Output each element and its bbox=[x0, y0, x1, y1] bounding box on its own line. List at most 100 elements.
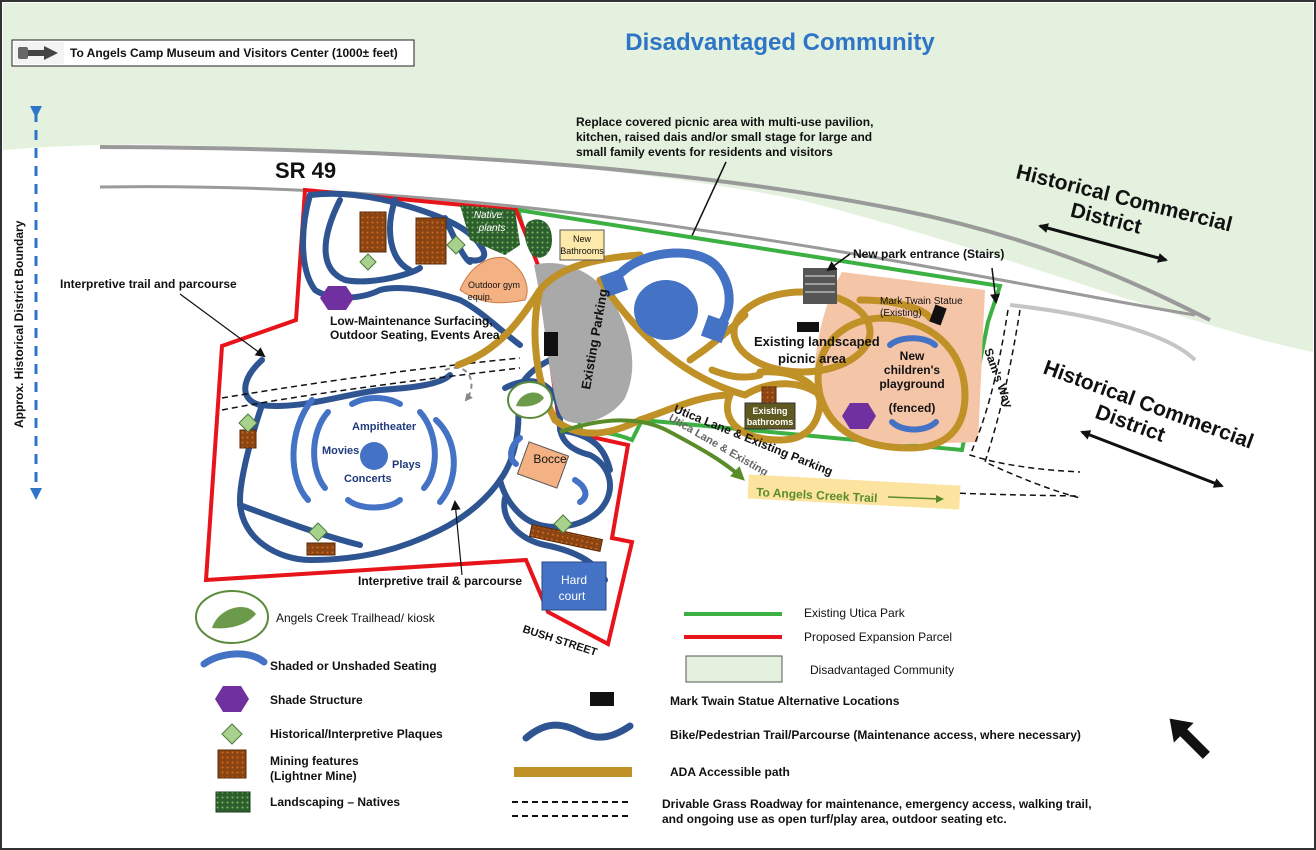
interp-trail-bottom-label: Interpretive trail & parcourse bbox=[358, 574, 522, 588]
legend-plaque-label: Historical/Interpretive Plaques bbox=[270, 727, 443, 741]
legend-community-label: Disadvantaged Community bbox=[810, 663, 954, 677]
museum-sign[interactable]: To Angels Camp Museum and Visitors Cente… bbox=[11, 39, 415, 67]
frog-icon bbox=[212, 606, 256, 629]
legend-left: Angels Creek Trailhead/ kiosk Shaded or … bbox=[195, 590, 443, 813]
legend-shade-label: Shade Structure bbox=[270, 693, 363, 707]
existing-picnic-line1: Existing landscaped bbox=[754, 334, 880, 349]
sr49-road-line bbox=[99, 145, 1211, 322]
mark-twain-line1: Mark Twain Statue bbox=[880, 296, 963, 307]
map-title: Disadvantaged Community bbox=[625, 29, 935, 56]
sr49-road-line-lower bbox=[99, 185, 1196, 317]
legend-expansion-label: Proposed Expansion Parcel bbox=[804, 630, 952, 644]
legend-kiosk-label: Angels Creek Trailhead/ kiosk bbox=[276, 611, 436, 625]
playground-line2: children's bbox=[884, 363, 941, 377]
new-bathrooms-box bbox=[559, 229, 605, 261]
native-plants-patch-1 bbox=[460, 205, 520, 255]
amphitheater-label: Ampitheater bbox=[352, 421, 417, 433]
legend-trail-label: Bike/Pedestrian Trail/Parcourse (Mainten… bbox=[670, 728, 1081, 742]
legend-natives-item: Landscaping – Natives bbox=[215, 791, 400, 813]
legend-mining-line2: (Lightner Mine) bbox=[270, 769, 357, 783]
pavilion-seating-arc bbox=[617, 248, 734, 330]
museum-sign-label: To Angels Camp Museum and Visitors Cente… bbox=[70, 46, 398, 60]
legend-plaque-item: Historical/Interpretive Plaques bbox=[221, 723, 443, 745]
legend-ada-item: ADA Accessible path bbox=[514, 765, 790, 779]
mining-feature-5 bbox=[528, 524, 604, 552]
existing-parking-area bbox=[534, 263, 633, 424]
low-maint-line1: Low-Maintenance Surfacing, bbox=[330, 314, 493, 328]
entrance-pointer-right bbox=[990, 267, 1001, 304]
pavilion-note-line3: small family events for residents and vi… bbox=[576, 145, 833, 159]
creek-trail-banner bbox=[747, 474, 961, 510]
plaque-2 bbox=[446, 235, 466, 255]
entrance-pointer bbox=[826, 253, 851, 272]
legend-natives-label: Landscaping – Natives bbox=[270, 795, 400, 809]
legend-mining-line1: Mining features bbox=[270, 754, 359, 768]
hard-court-line2: court bbox=[559, 589, 586, 603]
pavilion-note-line1: Replace covered picnic area with multi-u… bbox=[576, 115, 873, 129]
concerts-label: Concerts bbox=[344, 473, 392, 485]
amphitheater: Ampitheater Movies Plays Concerts bbox=[290, 395, 457, 511]
legend-statue-swatch bbox=[590, 692, 614, 706]
mark-twain-statue-marker bbox=[929, 304, 947, 326]
historical-district-bottom-arrow bbox=[1080, 430, 1224, 488]
legend-seating-item: Shaded or Unshaded Seating bbox=[200, 650, 437, 673]
mining-feature-2 bbox=[415, 217, 447, 265]
park-entrance-stairs bbox=[803, 268, 837, 304]
outdoor-gym-line2: equip. bbox=[468, 292, 493, 302]
playground-line3: playground bbox=[879, 377, 944, 391]
bocce-label: Bocce bbox=[533, 452, 567, 466]
native-plants-line2: plants bbox=[478, 223, 506, 234]
creek-trail-arrowhead bbox=[936, 495, 944, 503]
interp-trail-top-label: Interpretive trail and parcourse bbox=[60, 277, 237, 291]
native-plants-patch-2 bbox=[524, 219, 552, 258]
legend-seating-label: Shaded or Unshaded Seating bbox=[270, 659, 437, 673]
pavilion-note-line2: kitchen, raised dais and/or small stage … bbox=[576, 130, 872, 144]
pavilion-note: Replace covered picnic area with multi-u… bbox=[576, 115, 873, 159]
sr49-label: SR 49 bbox=[275, 158, 336, 183]
legend-shade-item: Shade Structure bbox=[215, 686, 363, 712]
legend-statue-label: Mark Twain Statue Alternative Locations bbox=[670, 694, 900, 708]
legend-existing-park-label: Existing Utica Park bbox=[804, 606, 906, 620]
legend-kiosk-item: Angels Creek Trailhead/ kiosk bbox=[195, 590, 436, 644]
creek-trail-sign[interactable]: To Angels Creek Trail bbox=[756, 485, 944, 505]
legend-natives-icon bbox=[215, 791, 251, 813]
hard-court-line1: Hard bbox=[561, 573, 587, 587]
interp-trail-bottom-pointer bbox=[450, 500, 463, 576]
low-maint-line2: Outdoor Seating, Events Area bbox=[330, 328, 500, 342]
creek-trail-label: To Angels Creek Trail bbox=[756, 485, 878, 505]
interp-trail-top-pointer bbox=[179, 293, 266, 358]
existing-bathrooms-line2: bathrooms bbox=[747, 417, 794, 427]
legend-right: Existing Utica Park Proposed Expansion P… bbox=[512, 606, 1092, 826]
legend-roadway-item: Drivable Grass Roadway for maintenance, … bbox=[512, 797, 1092, 826]
playground-line1: New bbox=[900, 349, 925, 363]
north-arrow-icon bbox=[1169, 718, 1210, 759]
legend-roadway-line1: Drivable Grass Roadway for maintenance, … bbox=[662, 797, 1092, 811]
existing-bathrooms-box bbox=[744, 402, 796, 430]
legend-trail-swatch bbox=[522, 721, 634, 742]
playground-seating-top bbox=[887, 335, 938, 348]
legend-statue-item: Mark Twain Statue Alternative Locations bbox=[590, 692, 900, 708]
pavilion-seat-block-right bbox=[700, 314, 730, 344]
historic-boundary-label: Approx. Historical District Boundary bbox=[12, 220, 26, 428]
mining-feature-1 bbox=[359, 211, 387, 253]
mark-twain-alt-marker bbox=[797, 322, 819, 332]
sams-way-road bbox=[1009, 303, 1197, 362]
plaque-3 bbox=[238, 413, 258, 433]
creek-trail-arrow bbox=[887, 496, 941, 500]
amphitheater-stage bbox=[360, 442, 388, 470]
mining-feature-4 bbox=[306, 542, 336, 556]
historical-district-top-arrow bbox=[1038, 223, 1168, 263]
drivable-grass-roadway bbox=[221, 309, 1081, 499]
ada-accessible-path bbox=[454, 251, 969, 452]
legend-mining-icon bbox=[217, 749, 247, 779]
frog-icon bbox=[516, 392, 544, 407]
trailhead-kiosk-map[interactable] bbox=[507, 381, 553, 419]
fenced-label: (fenced) bbox=[889, 401, 936, 415]
movies-label: Movies bbox=[322, 445, 359, 457]
stairs-lines bbox=[805, 275, 835, 293]
legend-plaque-icon bbox=[221, 723, 243, 745]
legend-shade-icon bbox=[215, 686, 249, 712]
creek-trail-path bbox=[559, 418, 745, 481]
shade-structure-1 bbox=[320, 286, 354, 310]
legend-trail-item: Bike/Pedestrian Trail/Parcourse (Mainten… bbox=[522, 721, 1081, 742]
